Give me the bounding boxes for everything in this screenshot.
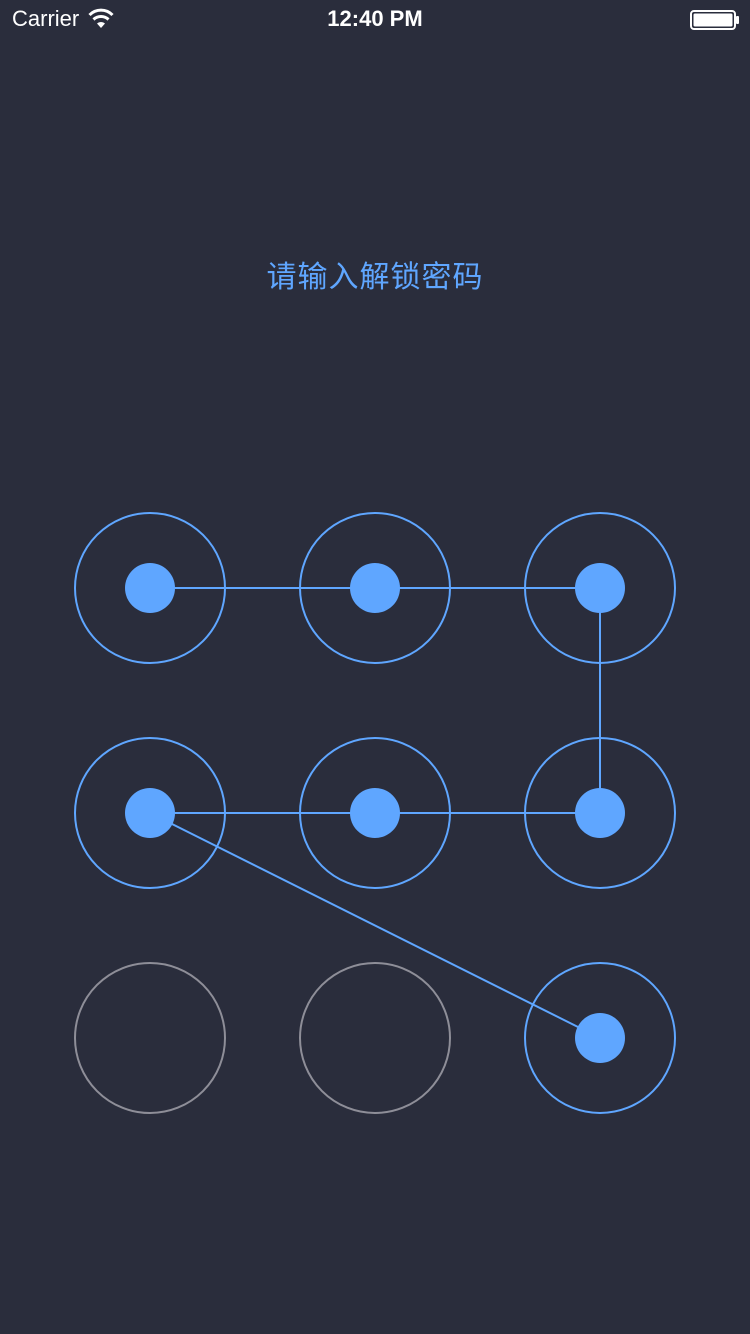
pattern-node-5-dot bbox=[350, 788, 400, 838]
pattern-node-6-dot bbox=[575, 788, 625, 838]
carrier-indicator: Carrier bbox=[12, 6, 115, 32]
unlock-prompt: 请输入解锁密码 bbox=[266, 260, 484, 295]
pattern-node-7[interactable] bbox=[74, 962, 226, 1114]
pattern-connection-line bbox=[149, 812, 601, 1039]
wifi-icon bbox=[88, 8, 114, 28]
pattern-node-1-dot bbox=[125, 563, 175, 613]
pattern-node-3-dot bbox=[575, 563, 625, 613]
status-time: 12:40 PM bbox=[327, 6, 423, 31]
pattern-node-9-dot bbox=[575, 1013, 625, 1063]
battery-icon bbox=[690, 10, 739, 30]
status-bar: Carrier 12:40 PM bbox=[0, 0, 750, 40]
pattern-node-4-dot bbox=[125, 788, 175, 838]
pattern-node-2-dot bbox=[350, 563, 400, 613]
pattern-node-8[interactable] bbox=[299, 962, 451, 1114]
pattern-node-9[interactable] bbox=[524, 962, 676, 1114]
carrier-label: Carrier bbox=[12, 6, 80, 31]
